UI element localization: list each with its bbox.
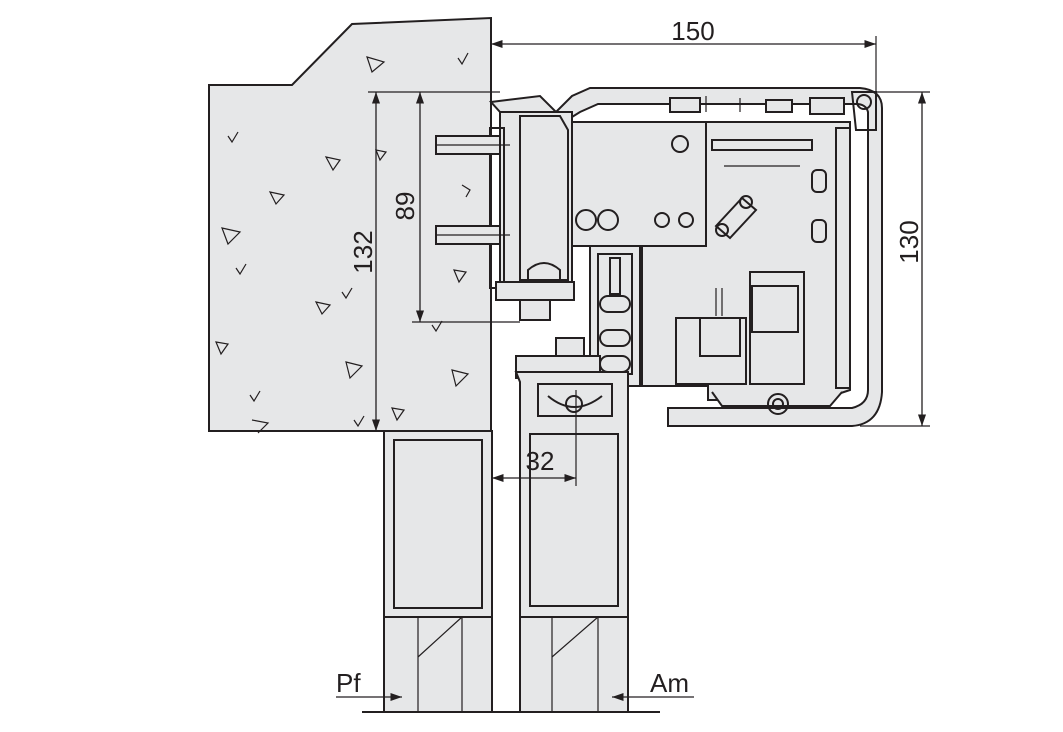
moving-leaf	[514, 371, 629, 713]
dimension-130: 130	[860, 91, 930, 427]
label-pf-text: Pf	[336, 668, 361, 698]
dimension-130-label: 130	[894, 220, 924, 263]
label-am: Am	[612, 668, 694, 702]
motor-unit	[571, 121, 851, 415]
fixed-leaf	[383, 430, 493, 713]
dimension-150-label: 150	[671, 16, 714, 46]
dimension-32: 32	[492, 390, 577, 486]
dimension-132-label: 132	[348, 230, 378, 273]
label-am-text: Am	[650, 668, 689, 698]
track-carriage	[435, 111, 575, 321]
dimension-89: 89	[390, 92, 520, 323]
operator-housing	[488, 87, 883, 427]
dimension-150: 150	[491, 16, 877, 92]
dimension-32-label: 32	[526, 446, 555, 476]
label-pf: Pf	[336, 668, 402, 702]
dimension-89-label: 89	[390, 192, 420, 221]
dimension-132: 132	[348, 91, 500, 431]
concrete-aggregate	[215, 52, 471, 434]
